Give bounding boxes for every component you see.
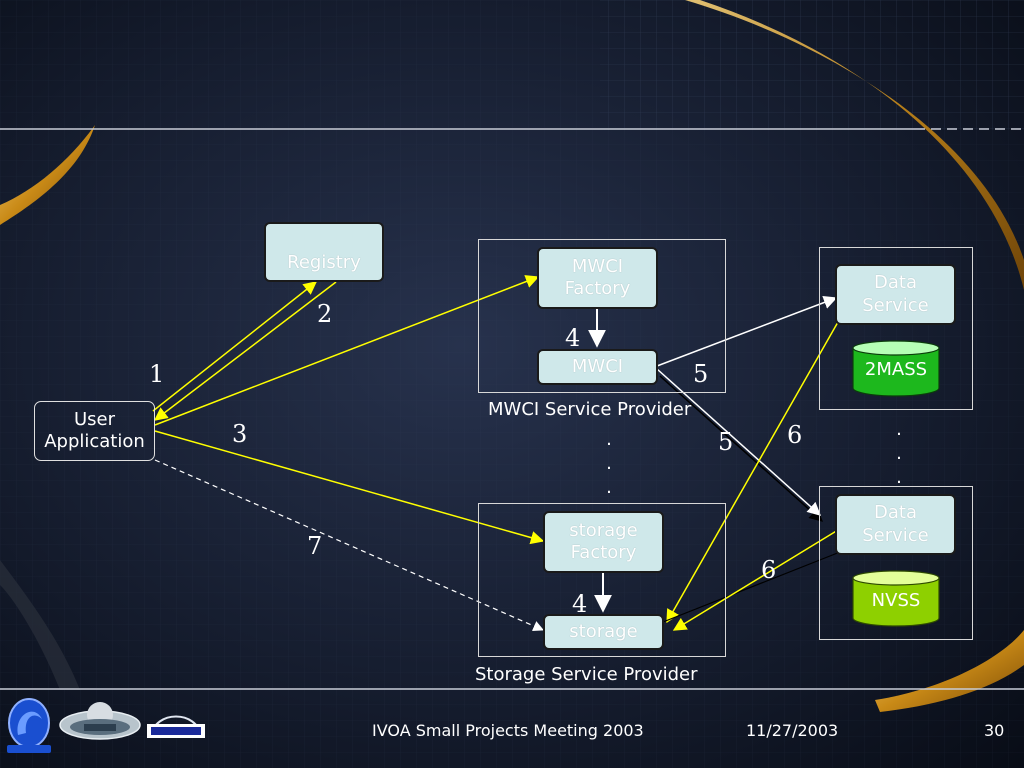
mwci-provider-frame	[478, 239, 726, 393]
database-label-nvss: NVSS	[871, 590, 921, 611]
database-cylinder-nvss	[852, 570, 940, 627]
arrow-step-2	[153, 281, 337, 421]
arrow-step-6-lower	[662, 551, 841, 623]
step-label-4-mwci: 4	[565, 324, 581, 352]
ivoa-logo-icon	[59, 702, 141, 740]
arrow-step-5-lower	[656, 368, 822, 516]
storage-node: storage	[543, 614, 664, 650]
arrow-step-6-lower	[672, 529, 839, 631]
storage-label: storage	[569, 620, 638, 642]
mwci-label: MWCI	[571, 355, 624, 377]
logo-left-icon	[7, 698, 51, 753]
user-application-node: User Application	[34, 401, 155, 461]
storage-provider-frame	[478, 503, 726, 657]
step-label-3: 3	[232, 420, 248, 448]
registry-node: Registry	[264, 222, 384, 282]
data-service-label-2: Data Service	[862, 502, 929, 546]
mwci-provider-caption: MWCI Service Provider	[488, 399, 692, 420]
data-service-node-1: Data Service	[835, 264, 956, 325]
data-provider-frame-1	[819, 247, 973, 410]
data-service-node-2: Data Service	[835, 494, 956, 555]
step-label-6-upper: 6	[787, 421, 803, 449]
arrow-step-6-upper	[666, 321, 839, 624]
step-label-4-storage: 4	[572, 590, 588, 618]
mwci-factory-node: MWCI Factory	[537, 247, 658, 309]
arrow-user-to-mwci-factory	[154, 275, 540, 426]
step-label-7: 7	[307, 532, 323, 560]
database-label-2mass: 2MASS	[864, 359, 928, 380]
naoc-logo-icon	[147, 715, 205, 738]
step-label-5-upper: 5	[693, 360, 709, 388]
step-label-6-lower: 6	[761, 556, 777, 584]
arrow-step-5-lower-shadow	[659, 375, 824, 522]
footer-page-number: 30	[984, 721, 1005, 740]
mwci-node: MWCI	[537, 349, 658, 385]
data-provider-frame-2	[819, 486, 973, 640]
storage-provider-caption: Storage Service Provider	[475, 664, 698, 685]
arrow-step-5-upper	[656, 296, 838, 367]
ellipsis-data-services: . . .	[896, 419, 902, 488]
database-cylinder-2mass	[852, 340, 940, 397]
mwci-factory-label: MWCI Factory	[564, 255, 631, 300]
step-label-5-lower: 5	[718, 428, 734, 456]
arrow-step-1	[152, 281, 318, 412]
storage-factory-label: storage Factory	[569, 519, 638, 564]
footer-date: 11/27/2003	[746, 721, 839, 740]
registry-label: Registry	[287, 251, 361, 273]
step-label-1: 1	[149, 360, 165, 388]
ellipsis-mwci-storage: . . .	[606, 429, 612, 498]
storage-factory-node: storage Factory	[543, 511, 664, 573]
footer-meeting-title: IVOA Small Projects Meeting 2003	[372, 721, 644, 740]
data-service-label-1: Data Service	[862, 272, 929, 316]
step-label-2: 2	[317, 300, 333, 328]
user-application-label: User Application	[44, 408, 145, 453]
